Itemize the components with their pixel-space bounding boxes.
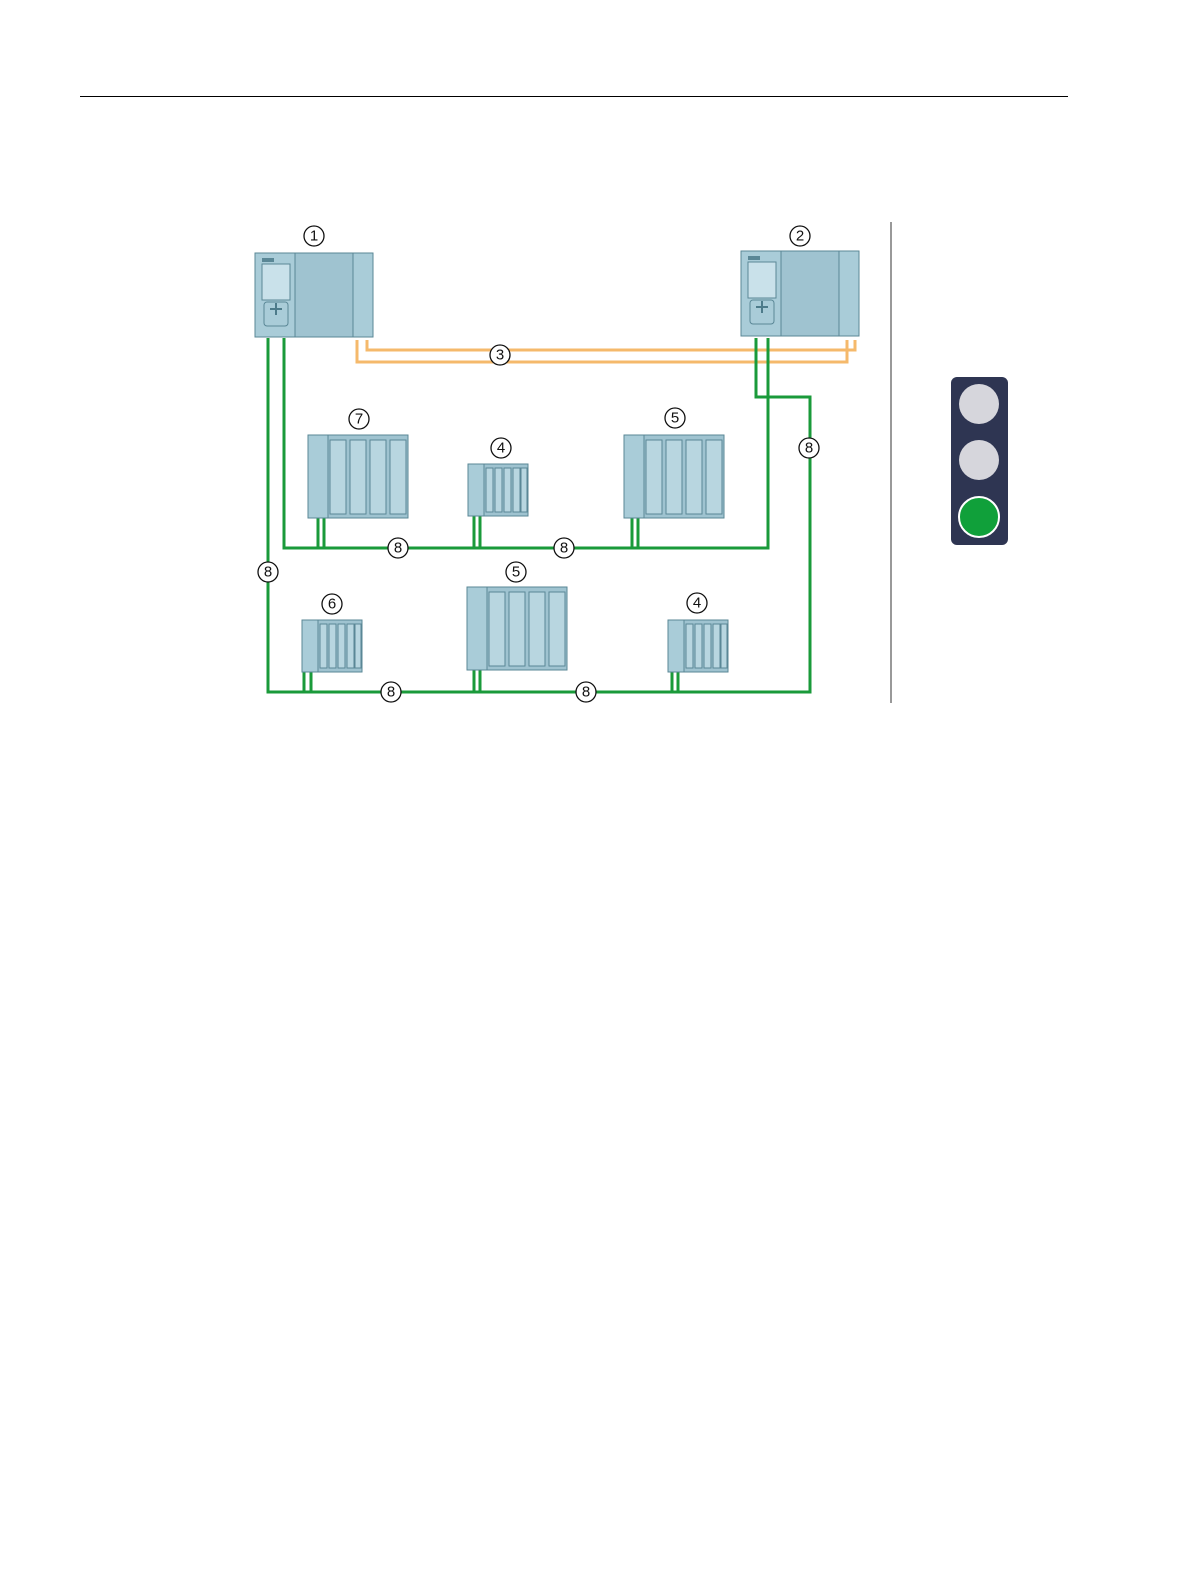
callout-profinet-top-a: 8 [394,540,402,557]
et200mp-station-bottom [467,587,567,670]
callout-et200sp-bottom-left: 6 [328,596,336,613]
callout-et200mp-top: 5 [671,410,679,427]
callout-profinet-left: 8 [264,564,272,581]
callout-profinet-right: 8 [805,440,813,457]
callout-et200mp-bottom: 5 [512,564,520,581]
et200sp-station-bottom-left [302,620,362,672]
callout-cpu1: 1 [310,228,318,245]
callout-cpu2: 2 [796,228,804,245]
et200sp-station-bottom-right [668,620,728,672]
callout-profinet-bottom-b: 8 [582,684,590,701]
et200mp-station-top-left [308,435,408,518]
callout-et200sp-bottom-right: 4 [693,595,701,612]
et200mp-station-top-right [624,435,724,518]
traffic-light [951,377,1008,545]
callout-sync-link: 3 [496,347,504,364]
traffic-light-lamp-top [959,384,999,424]
callout-profinet-bottom-a: 8 [387,684,395,701]
et200sp-station-top [468,464,528,516]
cpu-2 [741,251,859,336]
cpu-1 [255,253,373,337]
traffic-light-lamp-bottom [959,497,999,537]
sync-connection [357,340,855,362]
callout-et200sp-top: 4 [497,440,505,457]
callout-et200mp-left: 7 [355,411,363,428]
callout-profinet-top-b: 8 [560,540,568,557]
traffic-light-lamp-middle [959,440,999,480]
